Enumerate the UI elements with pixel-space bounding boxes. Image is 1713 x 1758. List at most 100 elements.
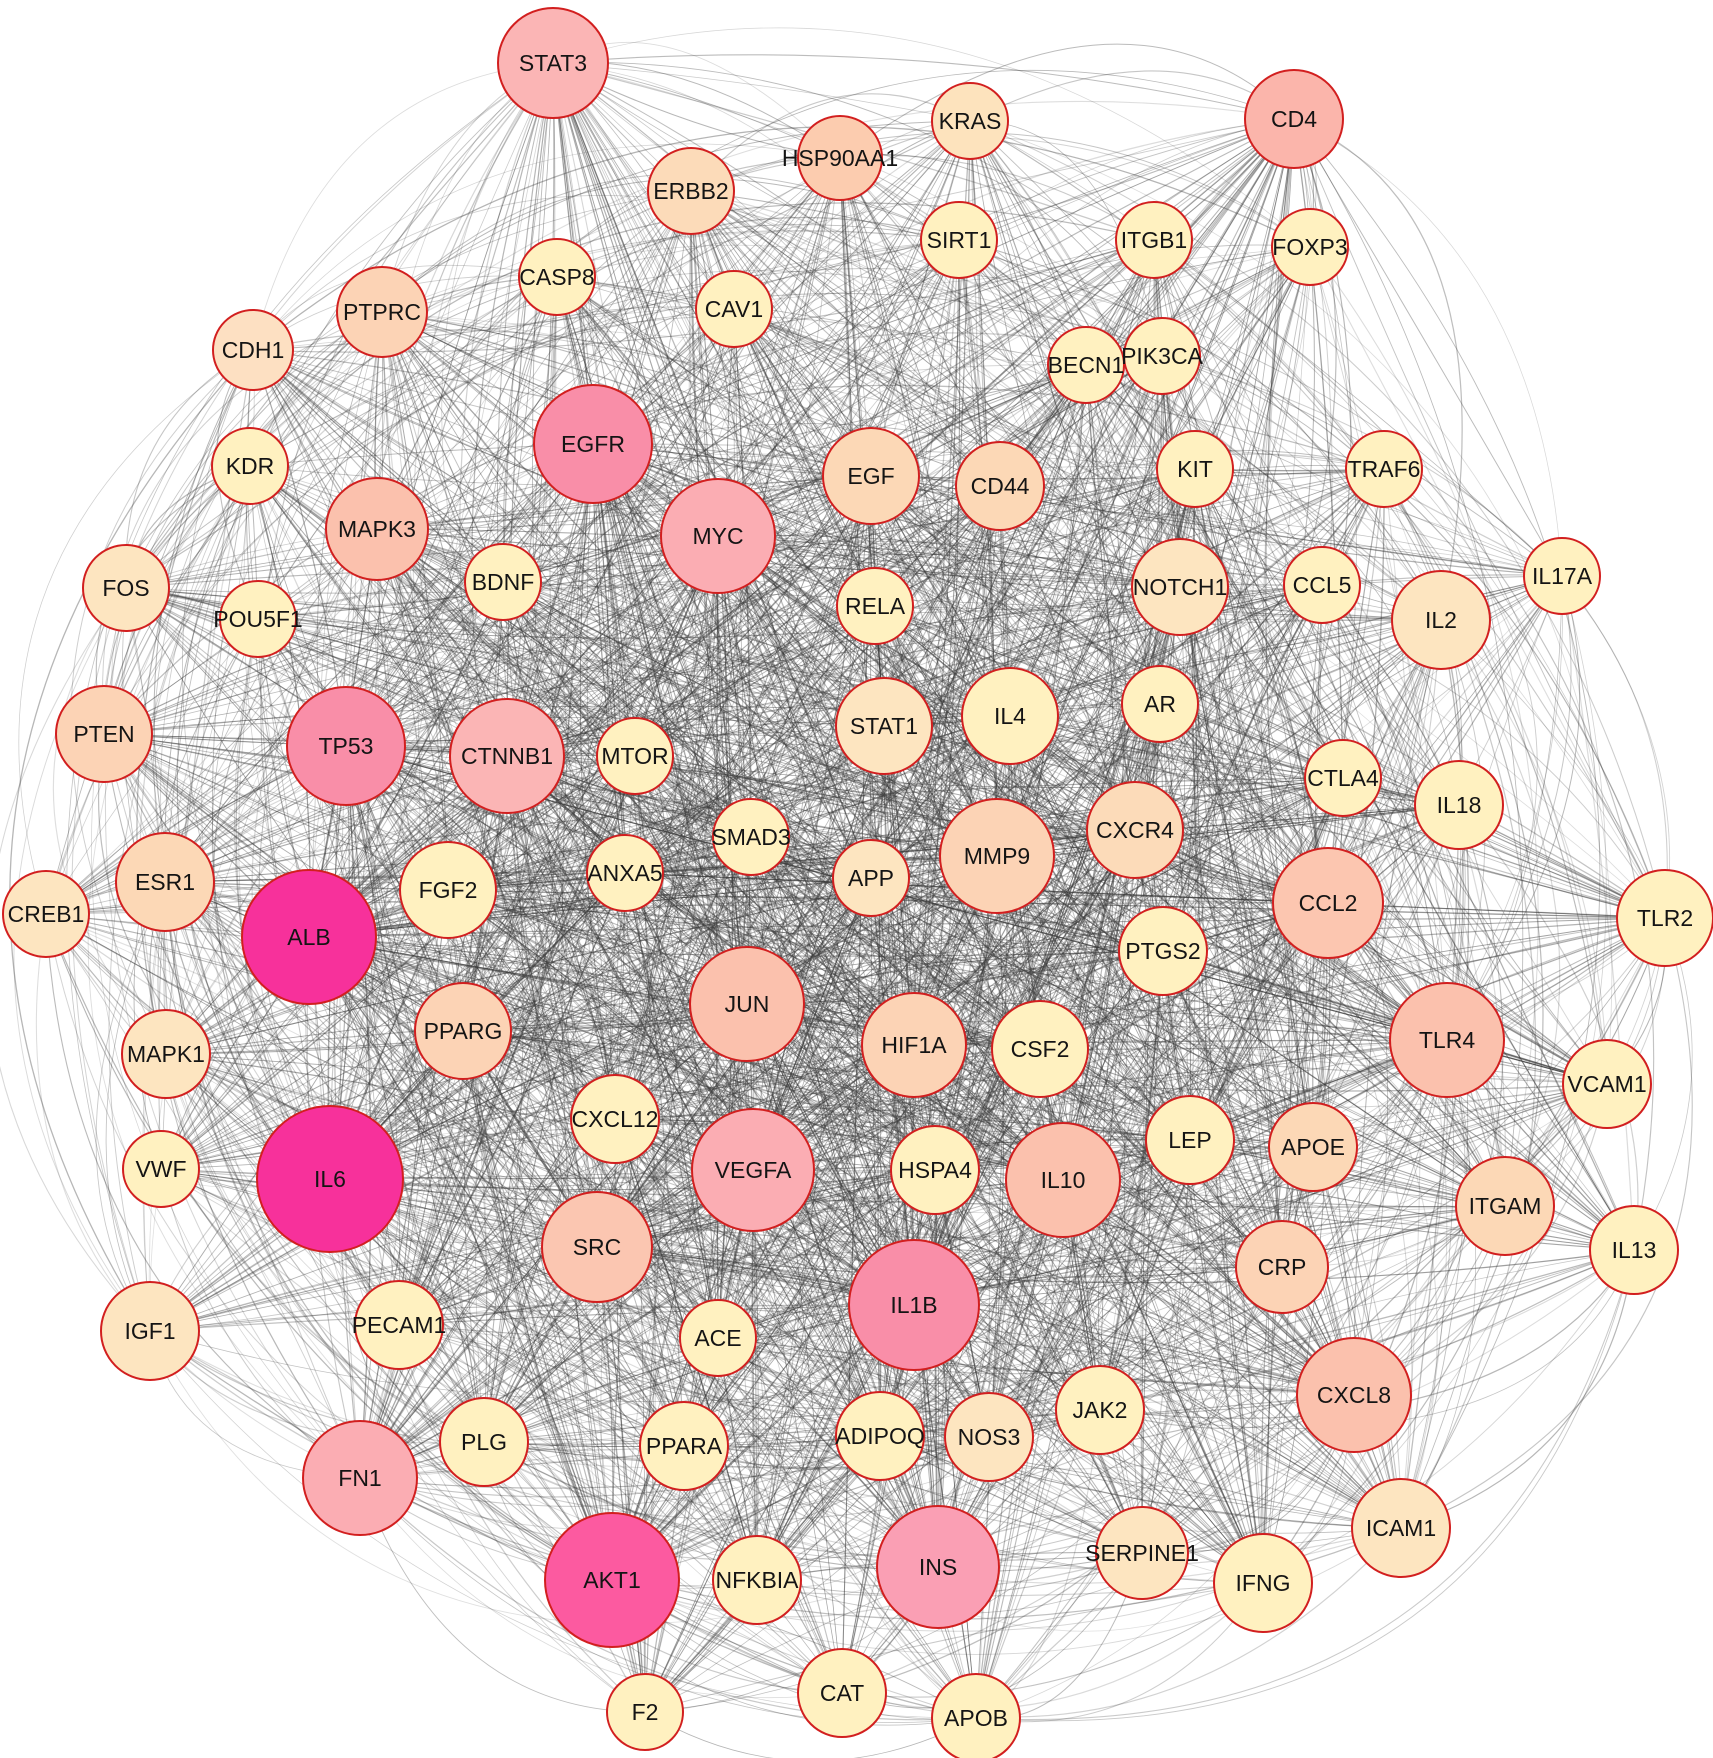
edge: [683, 1389, 1355, 1447]
edge: [717, 535, 748, 1005]
edge: [1189, 804, 1460, 1141]
edge: [839, 157, 1344, 779]
edge: [746, 1003, 990, 1438]
edge: [690, 190, 1181, 588]
edge: [345, 575, 1563, 747]
edge: [165, 1053, 613, 1581]
edge: [52, 587, 167, 1055]
node-circle: [1351, 1478, 1451, 1578]
node-ptgs2: PTGS2: [1118, 906, 1208, 996]
edge: [552, 62, 876, 607]
edge: [45, 913, 1264, 1584]
edge: [592, 443, 1143, 1554]
edge: [1189, 575, 1563, 1141]
edge: [1141, 1039, 1448, 1554]
edge: [1162, 950, 1264, 1584]
node-label: CAT: [820, 1680, 864, 1706]
edge: [624, 872, 758, 1581]
edge: [958, 239, 1041, 1050]
edge: [746, 1003, 1402, 1529]
node-label: ICAM1: [1366, 1515, 1436, 1541]
node-label: ADIPOQ: [835, 1423, 924, 1449]
edge: [447, 889, 1283, 1268]
edge: [125, 587, 1329, 904]
node-il13: IL13: [1589, 1205, 1679, 1295]
edge: [243, 465, 939, 1568]
edge: [381, 311, 752, 838]
edge: [746, 902, 1329, 1005]
edge: [381, 311, 748, 1005]
edge: [359, 902, 1329, 1479]
edge: [733, 308, 1136, 831]
edge: [376, 190, 692, 530]
node-label: IL17A: [1532, 563, 1593, 589]
edge: [252, 143, 841, 351]
edge: [841, 475, 872, 1694]
edge: [45, 276, 558, 915]
edge: [750, 836, 1191, 1141]
edge: [1186, 118, 1295, 1141]
edge: [45, 913, 598, 1248]
edge: [958, 239, 1448, 1529]
edge: [441, 62, 939, 1568]
edge: [329, 725, 885, 1180]
edge: [614, 1118, 939, 1568]
edge: [611, 575, 1563, 1581]
node-circle: [1589, 1205, 1679, 1295]
node-circle: [497, 7, 609, 119]
node-label: PPARG: [424, 1018, 503, 1044]
edge: [552, 62, 719, 537]
node-mapk1: MAPK1: [121, 1009, 211, 1099]
edge: [149, 855, 998, 1332]
edge: [345, 475, 872, 747]
edge: [596, 1246, 977, 1719]
edge: [345, 745, 372, 1479]
edge: [552, 61, 1442, 621]
edge: [502, 581, 885, 727]
edge: [308, 877, 872, 938]
edge: [257, 586, 1181, 639]
edge: [164, 777, 1344, 883]
edge: [870, 475, 1329, 904]
edge: [249, 465, 939, 1568]
edge: [308, 276, 558, 938]
edge: [329, 355, 1163, 1180]
node-il2: IL2: [1391, 570, 1491, 670]
edge: [329, 777, 1344, 1180]
node-ppara: PPARA: [639, 1401, 729, 1491]
node-fn1: FN1: [302, 1420, 418, 1536]
edge: [45, 913, 936, 1171]
edge: [1085, 364, 1442, 621]
edge: [329, 1178, 1402, 1529]
node-label: CDH1: [222, 337, 285, 363]
edge: [1009, 715, 1460, 806]
edge: [103, 733, 1143, 1554]
edge: [329, 1178, 646, 1713]
edge: [913, 246, 1311, 1046]
edge: [103, 733, 1164, 952]
edge: [506, 755, 1191, 1141]
node-label: MYC: [692, 523, 743, 549]
edge: [634, 755, 1041, 1050]
edge: [690, 190, 1283, 1268]
node-label: SRC: [573, 1234, 622, 1260]
edge: [579, 443, 616, 1120]
edge: [750, 836, 936, 1171]
edge: [45, 913, 1314, 1148]
node-circle: [464, 543, 542, 621]
edge: [552, 62, 1011, 717]
edge: [1194, 468, 1460, 806]
edge: [752, 118, 1295, 1171]
node-circle: [2, 870, 90, 958]
edge: [483, 1169, 936, 1443]
edge: [462, 1030, 1283, 1268]
edge: [690, 136, 1311, 248]
edge: [483, 475, 872, 1443]
node-circle: [336, 266, 428, 358]
edge: [1153, 239, 1563, 577]
edge: [251, 528, 378, 1180]
edge: [690, 93, 971, 192]
node-label: AKT1: [583, 1567, 641, 1593]
